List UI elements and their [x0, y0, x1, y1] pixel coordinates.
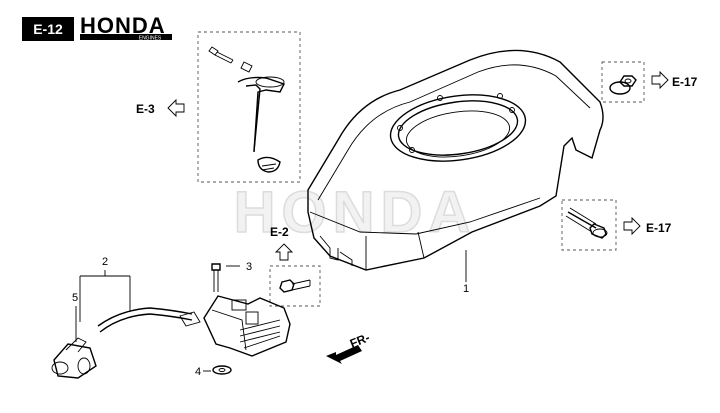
direction-label: FR- — [348, 330, 372, 350]
brand-name: HONDA — [80, 13, 166, 38]
front-direction-arrow-icon — [326, 345, 362, 364]
page-code: E-12 — [33, 21, 63, 37]
fan-cover-shroud — [307, 49, 604, 271]
tube-box — [197, 31, 301, 183]
callout-5: 5 — [72, 292, 78, 304]
mount-bolt — [279, 279, 311, 293]
leader-2 — [79, 270, 131, 322]
breather-tube — [208, 46, 285, 173]
page-code-badge: E-12 — [22, 17, 74, 41]
callout-1: 1 — [463, 283, 469, 295]
open-arrow-right-icon — [651, 70, 669, 90]
open-arrow-left-icon — [167, 98, 185, 118]
shroud-bolt — [565, 207, 608, 239]
open-arrow-right-icon — [623, 216, 641, 236]
callout-4: 4 — [195, 366, 201, 378]
bolt-box — [561, 199, 617, 251]
ref-mid-right: E-17 — [646, 221, 672, 235]
high-tension-lead — [99, 313, 193, 333]
spark-plug-cap — [51, 337, 97, 379]
nut-box — [601, 61, 645, 103]
brand-sub: ENGINES — [139, 36, 162, 42]
washer — [212, 365, 232, 375]
ignition-coil — [203, 295, 291, 357]
watermark: HONDA — [234, 180, 477, 245]
honda-logo: HONDA ENGINES — [80, 13, 172, 42]
callout-2: 2 — [102, 256, 108, 268]
coil-bolt — [211, 263, 221, 292]
ref-top-right: E-17 — [672, 75, 698, 89]
ref-left: E-3 — [136, 102, 155, 116]
ref-center: E-2 — [270, 225, 289, 239]
flange-nut — [609, 75, 637, 95]
open-arrow-up-icon — [274, 243, 294, 261]
callout-3: 3 — [246, 261, 252, 273]
bolt-box-2 — [269, 265, 321, 307]
